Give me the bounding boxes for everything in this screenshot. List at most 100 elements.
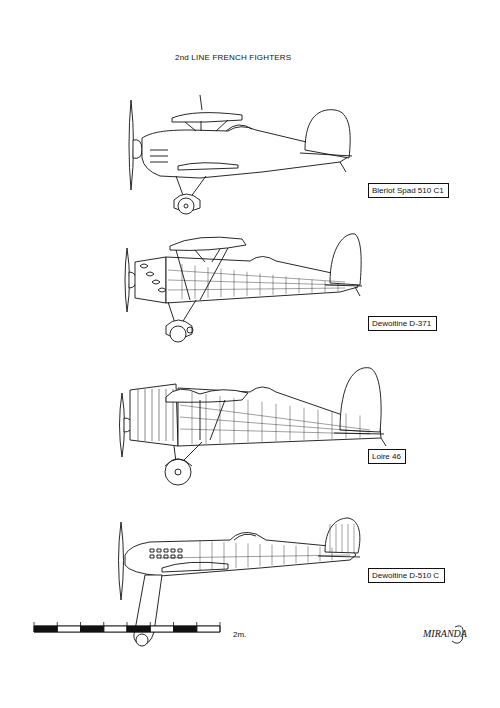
scale-bar-stroke [80, 622, 81, 632]
page-title: 2nd LINE FRENCH FIGHTERS [175, 53, 291, 62]
dewoitine-510-profile-stroke [136, 634, 148, 646]
spad-510-profile-stroke [133, 140, 142, 159]
exhaust-stubs-stroke [146, 272, 154, 276]
exhaust-stubs-stroke [158, 288, 166, 292]
exhaust-stubs-stroke [140, 264, 148, 268]
panel-lines-stroke [272, 545, 273, 566]
scale-bar-stroke [197, 626, 220, 632]
panel-lines-stroke [220, 396, 221, 443]
panel-lines-stroke [318, 410, 319, 440]
panel-lines-stroke [260, 273, 261, 295]
panel-lines-stroke [325, 281, 326, 292]
scale-bar-stroke [196, 622, 197, 632]
panel-lines-stroke [260, 544, 261, 566]
fin-ribs-stroke [342, 524, 343, 553]
panel-lines-stroke [346, 414, 347, 439]
panel-lines-stroke [338, 283, 339, 292]
loire-46-profile [120, 368, 387, 485]
scale-bar-stroke [174, 626, 197, 632]
scale-bar-stroke [127, 622, 128, 632]
scale-bar-stroke [150, 626, 173, 632]
loire-46-profile-stroke [165, 459, 191, 485]
panel-lines-stroke [262, 402, 263, 442]
dewoitine-371-profile-stroke [330, 234, 361, 285]
panel-lines-stroke [320, 547, 321, 561]
panel-lines-stroke [299, 278, 300, 293]
exhaust-stubs-stroke [152, 280, 160, 284]
fin-ribs [330, 524, 354, 553]
panel-lines-stroke [168, 280, 345, 285]
cowling-lines-stroke [159, 389, 160, 441]
cowling-lines-stroke [138, 389, 139, 441]
dewoitine-510-profile-stroke [125, 532, 356, 576]
aircraft-name-box: Loire 46 [368, 449, 406, 464]
aircraft-name-box: Bleriot Spad 510 C1 [368, 183, 449, 198]
spad-510-profile-stroke [340, 162, 346, 172]
panel-lines-stroke [234, 270, 235, 296]
panel-lines-stroke [236, 543, 237, 568]
exhaust-grid-stroke [171, 549, 175, 552]
dewoitine-371-profile-stroke [170, 237, 246, 250]
panel-lines-stroke [224, 542, 225, 569]
panel-lines-stroke [182, 264, 183, 299]
exhaust-grid [150, 549, 182, 558]
panel-lines-stroke [234, 398, 235, 443]
exhaust-grid-stroke [150, 549, 154, 552]
panel-lines-stroke [168, 270, 345, 282]
fin-ribs-stroke [336, 524, 337, 553]
panel-lines [168, 264, 345, 299]
scale-bar-stroke [103, 622, 104, 632]
loire-46-profile-stroke [175, 469, 181, 475]
fin-ribs-stroke [330, 524, 331, 553]
dewoitine-510-profile [119, 518, 361, 646]
scale-bar-stroke [173, 622, 174, 632]
loire-46-profile-stroke [200, 400, 225, 440]
scale-bar-stroke [57, 622, 58, 632]
spad-510-profile-stroke [150, 150, 168, 162]
scale-bar-stroke [34, 626, 57, 632]
fin-ribs-stroke [354, 524, 355, 553]
dewoitine-371-profile-stroke [170, 326, 186, 342]
exhaust-grid-stroke [178, 549, 182, 552]
panel-lines-stroke [168, 288, 345, 290]
panel-lines-stroke [304, 408, 305, 440]
aircraft-name: Dewoitine D-510 C [372, 571, 439, 580]
signature: MIRANDA [423, 628, 467, 639]
panel-lines-stroke [312, 280, 313, 293]
dewoitine-510-profile-stroke [162, 562, 228, 572]
panel-lines-stroke [221, 269, 222, 298]
spad-510-profile-stroke [185, 120, 228, 131]
aircraft-name: Dewoitine D-371 [372, 319, 431, 328]
scale-bar-stroke [57, 626, 80, 632]
exhaust-grid-stroke [171, 555, 175, 558]
spad-510-profile-stroke [172, 113, 242, 123]
loire-46-profile-stroke [381, 438, 386, 446]
spad-510-profile-stroke [226, 125, 252, 131]
spad-510-profile-stroke [178, 198, 194, 214]
dewoitine-371-profile-stroke [135, 257, 166, 303]
panel-lines-stroke [308, 546, 309, 562]
loire-46-profile-stroke [165, 459, 192, 466]
scale-bar [34, 622, 220, 632]
exhaust-grid-stroke [150, 555, 154, 558]
panel-lines-stroke [273, 275, 274, 295]
scale-bar-stroke [220, 622, 221, 632]
scale-bar-stroke [127, 626, 150, 632]
dewoitine-510-profile-stroke [325, 518, 360, 553]
panel-lines [160, 541, 350, 571]
exhaust-grid-stroke [164, 555, 168, 558]
panel-lines-stroke [180, 405, 370, 430]
dewoitine-371-profile [125, 234, 362, 342]
panel-lines-stroke [248, 543, 249, 567]
panel-lines-stroke [212, 542, 213, 570]
exhaust-grid-stroke [157, 555, 161, 558]
dewoitine-510-profile-stroke [234, 534, 256, 540]
dewoitine-510-profile-stroke [119, 522, 124, 600]
exhaust-stubs [140, 264, 166, 292]
aircraft-name-box: Dewoitine D-510 C [368, 568, 445, 583]
panel-lines-stroke [195, 265, 196, 298]
cowling-lines-stroke [152, 389, 153, 441]
dewoitine-510-profile-stroke [318, 556, 360, 557]
dewoitine-371-profile-stroke [355, 287, 360, 296]
